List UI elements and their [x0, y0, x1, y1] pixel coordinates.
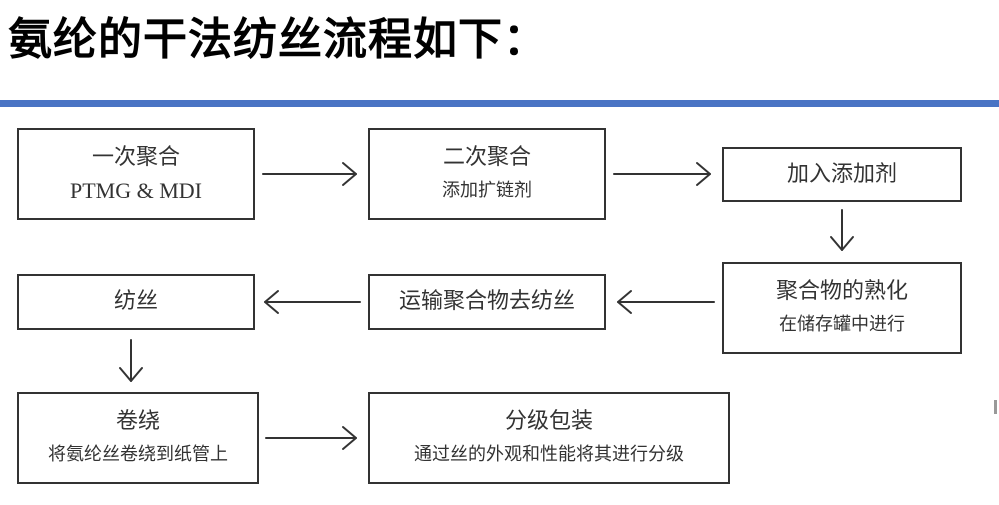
- node-sublabel: 通过丝的外观和性能将其进行分级: [414, 444, 684, 465]
- node-first-polymerization: 一次聚合 PTMG & MDI: [17, 128, 255, 220]
- node-label: 卷绕: [115, 409, 160, 434]
- node-add-additives: 加入添加剂: [722, 147, 962, 202]
- arrow-step2-to-step3: [613, 162, 711, 186]
- node-winding: 卷绕 将氨纶丝卷绕到纸管上: [17, 392, 259, 484]
- node-transport-polymer: 运输聚合物去纺丝: [368, 274, 606, 330]
- arrow-step5-to-step6: [264, 290, 361, 314]
- node-spinning: 纺丝: [17, 274, 255, 330]
- node-label: 运输聚合物去纺丝: [398, 289, 575, 314]
- node-sublabel: 添加扩链剂: [442, 180, 532, 201]
- node-label: 分级包装: [504, 409, 593, 434]
- node-sublabel: 在储存罐中进行: [779, 314, 905, 335]
- node-sublabel: PTMG & MDI: [69, 178, 202, 203]
- arrow-step7-to-step8: [265, 426, 357, 450]
- node-label: 一次聚合: [91, 145, 180, 170]
- arrow-step3-to-step4: [830, 209, 854, 251]
- node-label: 加入添加剂: [786, 161, 897, 187]
- node-second-polymerization: 二次聚合 添加扩链剂: [368, 128, 606, 220]
- node-label: 纺丝: [113, 289, 158, 314]
- arrow-step4-to-step5: [617, 290, 715, 314]
- arrow-step6-to-step7: [119, 339, 143, 382]
- node-grading-packaging: 分级包装 通过丝的外观和性能将其进行分级: [368, 392, 730, 484]
- node-polymer-aging: 聚合物的熟化 在储存罐中进行: [722, 262, 962, 354]
- node-label: 聚合物的熟化: [775, 279, 908, 304]
- node-sublabel: 将氨纶丝卷绕到纸管上: [48, 444, 228, 465]
- arrow-step1-to-step2: [262, 162, 357, 186]
- node-label: 二次聚合: [442, 145, 531, 170]
- title-divider: [0, 100, 999, 107]
- page-title: 氨纶的干法纺丝流程如下：: [8, 14, 548, 65]
- edge-marker: [994, 400, 997, 414]
